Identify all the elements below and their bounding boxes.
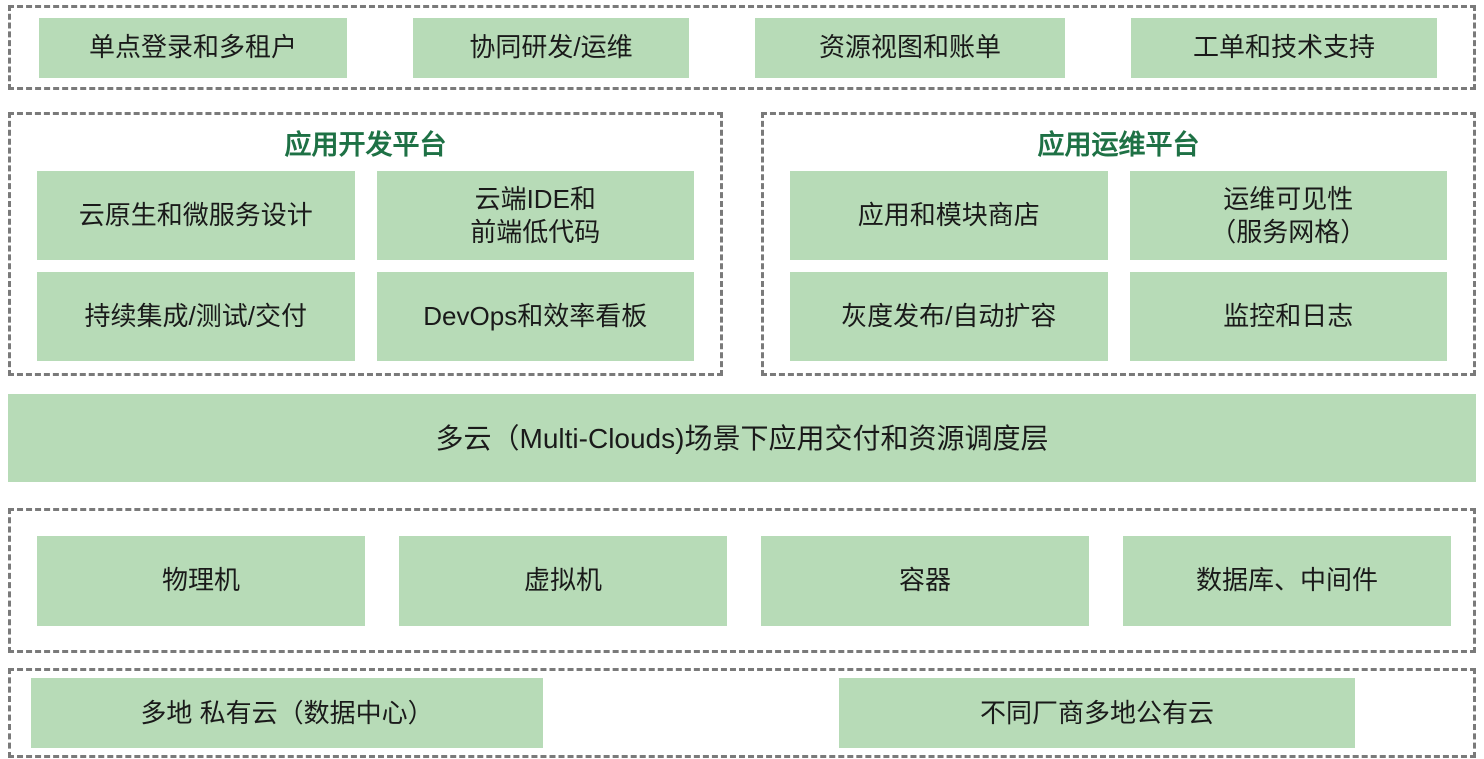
dev-platform-grid: 云原生和微服务设计 云端IDE和 前端低代码 持续集成/测试/交付 DevOps… [37, 171, 694, 361]
resource-layer-group: 物理机 虚拟机 容器 数据库、中间件 [8, 508, 1476, 653]
box-ci-test-delivery: 持续集成/测试/交付 [37, 272, 355, 361]
box-app-module-store: 应用和模块商店 [790, 171, 1108, 260]
portal-services-group: 单点登录和多租户 协同研发/运维 资源视图和账单 工单和技术支持 [8, 5, 1476, 90]
box-physical-machine: 物理机 [37, 535, 365, 626]
cloud-layer-group: 多地 私有云（数据中心） 不同厂商多地公有云 [8, 668, 1476, 758]
multi-cloud-scheduling-layer-bar: 多云（Multi-Clouds)场景下应用交付和资源调度层 [8, 394, 1476, 482]
dev-platform-title: 应用开发平台 [284, 130, 447, 160]
box-private-cloud-datacenter: 多地 私有云（数据中心） [31, 678, 543, 748]
box-gray-release-autoscale: 灰度发布/自动扩容 [790, 272, 1108, 361]
box-cloud-native-microservice: 云原生和微服务设计 [37, 171, 355, 260]
box-ops-visibility-service-mesh: 运维可见性 （服务网格） [1129, 171, 1447, 260]
ops-platform-group: 应用运维平台 应用和模块商店 运维可见性 （服务网格） 灰度发布/自动扩容 监控… [761, 112, 1476, 376]
dev-platform-group: 应用开发平台 云原生和微服务设计 云端IDE和 前端低代码 持续集成/测试/交付… [8, 112, 723, 376]
box-devops-kanban: DevOps和效率看板 [376, 272, 694, 361]
box-cloud-ide-lowcode: 云端IDE和 前端低代码 [376, 171, 694, 260]
box-virtual-machine: 虚拟机 [399, 535, 727, 626]
box-monitoring-logs: 监控和日志 [1129, 272, 1447, 361]
box-database-middleware: 数据库、中间件 [1123, 535, 1451, 626]
box-resource-view-billing: 资源视图和账单 [755, 17, 1065, 78]
box-collab-dev-ops: 协同研发/运维 [413, 17, 689, 78]
box-sso-multi-tenant: 单点登录和多租户 [39, 17, 347, 78]
box-container: 容器 [761, 535, 1089, 626]
ops-platform-title: 应用运维平台 [1037, 130, 1200, 160]
ops-platform-grid: 应用和模块商店 运维可见性 （服务网格） 灰度发布/自动扩容 监控和日志 [790, 171, 1447, 361]
box-ticket-tech-support: 工单和技术支持 [1131, 17, 1437, 78]
platforms-row: 应用开发平台 云原生和微服务设计 云端IDE和 前端低代码 持续集成/测试/交付… [8, 112, 1476, 376]
box-multi-vendor-public-cloud: 不同厂商多地公有云 [839, 678, 1355, 748]
